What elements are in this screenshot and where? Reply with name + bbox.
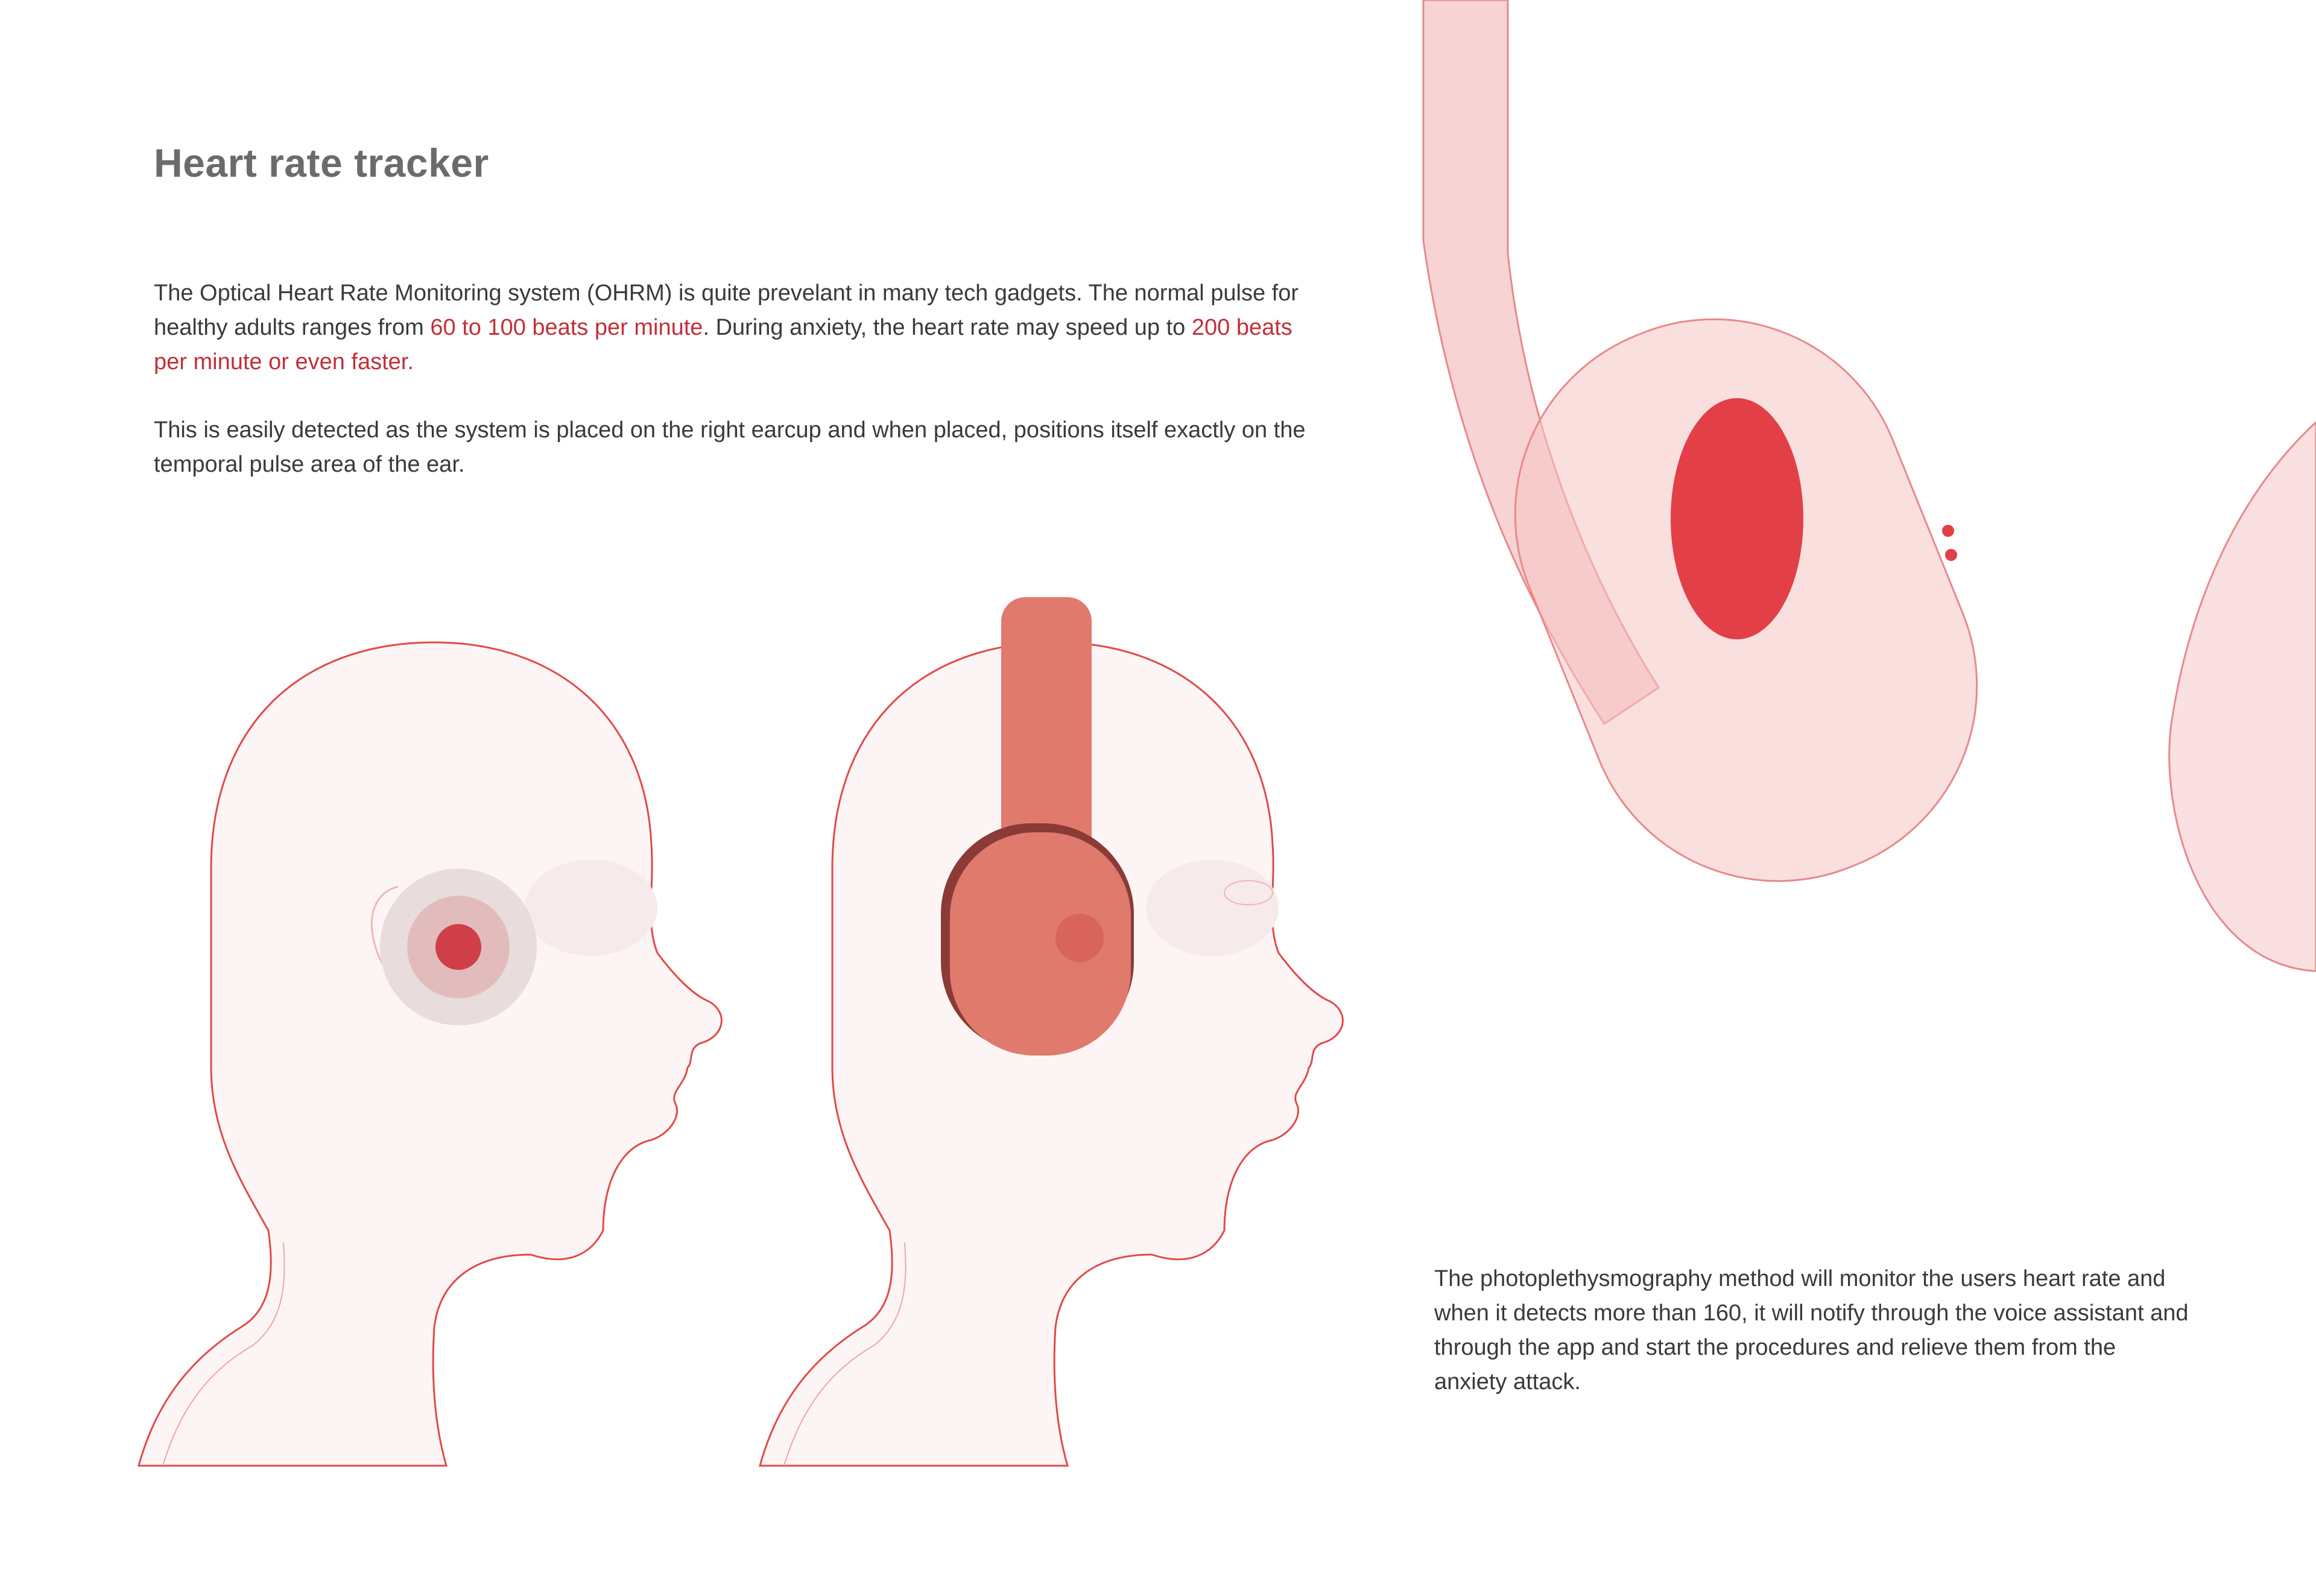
cheek-shade: [1146, 860, 1279, 956]
method-paragraph: The photoplethysmography method will mon…: [1434, 1266, 2189, 1395]
head-silhouette: [138, 641, 723, 1467]
page-title: Heart rate tracker: [154, 141, 489, 185]
intro-text-b: . During anxiety, the heart rate may spe…: [703, 315, 1192, 340]
earcup: [950, 832, 1131, 1056]
head-with-headphones-illustration: [759, 597, 1344, 1467]
cheek-shade: [525, 860, 657, 956]
intro-text-a: The Optical Heart Rate Monitoring system…: [154, 280, 1299, 340]
headphone-xray-render: [1422, 0, 2316, 972]
xray-led-1: [1942, 525, 1954, 537]
eye-shape: [1224, 880, 1273, 905]
intro-paragraph-1: The Optical Heart Rate Monitoring system…: [154, 276, 1318, 379]
xray-sensor: [1671, 398, 1803, 639]
head-pulse-illustration: [138, 641, 723, 1467]
head-inner-contour: [783, 1242, 906, 1466]
anxiety-pulse-highlight: 200 beats per minute or even faster.: [154, 315, 1292, 375]
sensor-spot: [1055, 914, 1104, 962]
xray-earcup-right: [2168, 420, 2316, 972]
intro-paragraph-2: This is easily detected as the system is…: [154, 417, 1306, 477]
xray-led-2: [1945, 549, 1957, 561]
normal-pulse-highlight: 60 to 100 beats per minute: [430, 315, 703, 340]
pulse-dot: [435, 924, 481, 970]
head-inner-contour: [162, 1242, 285, 1466]
headband: [1001, 597, 1092, 893]
